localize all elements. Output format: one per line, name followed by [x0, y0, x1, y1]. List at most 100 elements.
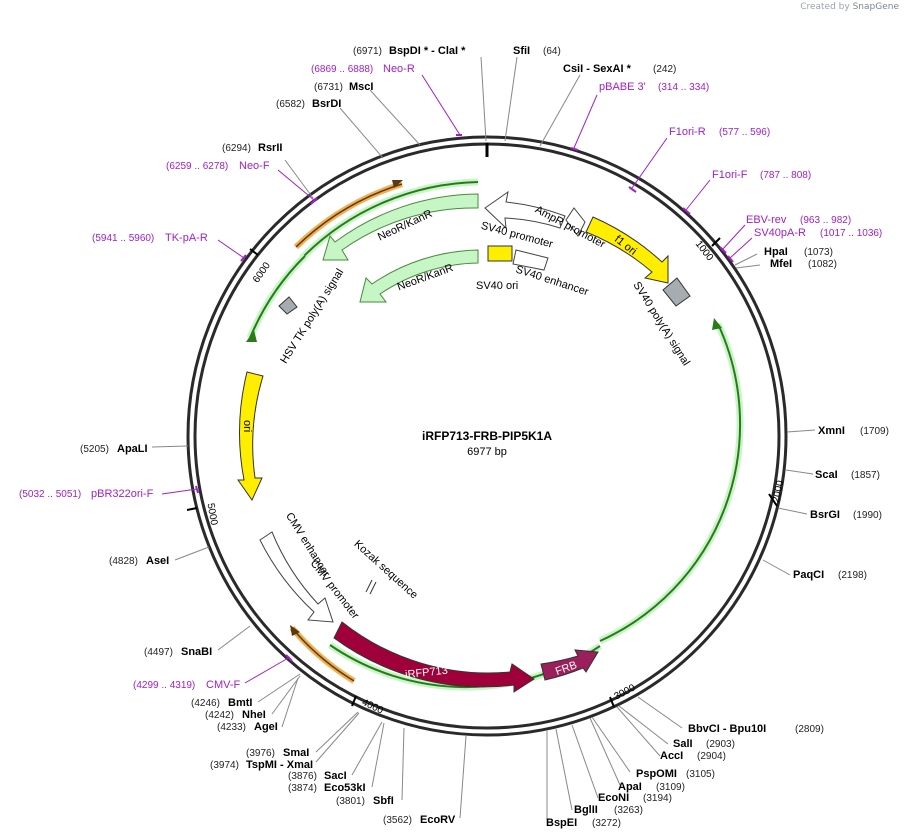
line-snabi	[217, 625, 251, 651]
pos-sali: (2903)	[706, 739, 735, 750]
kozak-mark-1	[365, 579, 373, 593]
orange-arc-bottom-arrowhead	[290, 625, 300, 636]
name-acci: AccI	[660, 750, 683, 762]
pos-saci: (3876)	[288, 771, 317, 782]
name-primer-tkpar: TK-pA-R	[165, 232, 208, 244]
name-primer-sv40par: SV40pA-R	[754, 227, 806, 239]
line-sbfi	[401, 727, 405, 801]
pos-pspomi: (3105)	[686, 769, 715, 780]
neor-kanr-outer-feature	[322, 193, 479, 261]
line-bsrgi	[777, 507, 808, 515]
pos-agei: (4233)	[217, 722, 246, 733]
mark-primer-pbr322	[195, 485, 199, 494]
mark-primer-cmvf	[285, 654, 293, 662]
name-paqci: PaqCI	[793, 569, 824, 581]
name-apali: ApaLI	[117, 443, 148, 455]
name-xmni: XmnI	[818, 425, 845, 437]
pos-bspei: (3272)	[592, 818, 621, 829]
line-eco53ki	[371, 722, 385, 788]
green-arc-left	[249, 255, 306, 339]
pos-msci: (6731)	[314, 82, 343, 93]
credit-brand: SnapGene	[852, 2, 899, 12]
primer-labels: (6869 .. 6888) Neo-R pBABE 3' (314 .. 33…	[19, 63, 882, 691]
green-arc-top	[301, 181, 479, 259]
line-scai	[785, 469, 814, 475]
name-pspomi: PspOMI	[636, 768, 677, 780]
tick-5000-mark	[186, 507, 198, 511]
pos-smai: (3976)	[246, 748, 275, 759]
line-asei	[174, 546, 210, 561]
plasmid-length: 6977 bp	[467, 446, 507, 458]
kozak-label: Kozak sequence	[352, 538, 420, 601]
hsv-tk-polya-feature	[278, 296, 298, 315]
snapgene-credit: Created by SnapGene	[800, 2, 899, 12]
line-agei	[281, 677, 299, 728]
green-arc-left-arrowhead	[246, 330, 257, 342]
name-tspmi: TspMI - XmaI	[246, 759, 313, 771]
green-arc-right-arrowhead	[712, 318, 722, 330]
pos-eco53ki: (3874)	[288, 783, 317, 794]
tick-3000-mark	[609, 696, 615, 708]
primer-lines	[161, 74, 753, 684]
line-csii	[539, 74, 581, 147]
scale-ticks: 1000 2000 3000 4000 5000 6000	[186, 237, 786, 717]
name-msci: MscI	[349, 81, 373, 93]
irfp713-label: iRFP713	[405, 665, 449, 681]
pos-bsrdi: (6582)	[276, 99, 305, 110]
pos-primer-pbr322: (5032 .. 5051)	[19, 489, 81, 500]
tick-4000-mark	[351, 695, 357, 707]
tick-1000-mark	[711, 237, 721, 247]
name-primer-f1orir: F1ori-R	[669, 126, 706, 138]
green-arc-right	[599, 323, 742, 642]
pos-csii: (242)	[653, 64, 676, 75]
pos-primer-ebvrev: (963 .. 982)	[800, 215, 851, 226]
line-primer-tkpar	[217, 239, 245, 259]
sv40-enhancer-feature	[512, 249, 549, 271]
tick-2000: 2000	[771, 479, 786, 503]
name-nhei: NheI	[242, 709, 266, 721]
line-xmni	[786, 429, 816, 433]
pos-primer-neof: (6259 .. 6278)	[166, 161, 228, 172]
name-bbvci: BbvCI - Bpu10I	[688, 723, 766, 735]
pos-primer-pbabe: (314 .. 334)	[658, 82, 709, 93]
mark-primer-ebvrev	[719, 246, 727, 254]
credit-prefix: Created by	[800, 2, 850, 12]
name-bsrgi: BsrGI	[810, 509, 840, 521]
enzyme-labels: (6971) BspDI * - ClaI * SfiI (64) CsiI -…	[80, 45, 889, 829]
sv40-promoter-feature	[484, 190, 566, 230]
pos-apali: (5205)	[80, 444, 109, 455]
orange-arc-top	[295, 183, 403, 248]
pos-rsrii: (6294)	[222, 143, 251, 154]
line-apali	[151, 445, 189, 448]
pos-bspdi: (6971)	[353, 46, 382, 57]
line-tspmi	[315, 712, 360, 763]
pos-primer-f1orir: (577 .. 596)	[719, 127, 770, 138]
mark-primer-neof	[310, 197, 318, 205]
name-sali: SalI	[673, 738, 693, 750]
line-bmti	[257, 673, 301, 703]
line-primer-f1orif	[685, 179, 711, 211]
mark-primer-pbabe	[570, 147, 579, 151]
line-primer-pbabe	[573, 94, 598, 149]
cmv-promoter-feature	[259, 531, 334, 623]
name-ecoNi: EcoNI	[598, 792, 629, 804]
line-bbvci	[637, 696, 683, 729]
enzyme-lines	[151, 56, 816, 820]
pos-mfei: (1082)	[808, 259, 837, 270]
frb-feature	[540, 649, 599, 681]
pos-bsrgi: (1990)	[853, 510, 882, 521]
sv40-enhancer-label: SV40 enhancer	[514, 264, 590, 299]
mark-primer-f1orir	[628, 186, 637, 193]
line-primer-neor	[421, 74, 461, 136]
line-primer-sv40par	[729, 237, 753, 259]
plasmid-name: iRFP713-FRB-PIP5K1A	[422, 429, 552, 443]
sv40-ori-feature	[487, 245, 513, 262]
sv40-polya-feature	[662, 277, 691, 307]
name-primer-neor: Neo-R	[383, 63, 415, 75]
name-rsrii: RsrII	[258, 142, 282, 154]
name-csii: CsiI - SexAI *	[563, 63, 632, 75]
line-paqci	[762, 559, 791, 576]
f1-ori-feature	[585, 216, 669, 284]
line-hpai	[734, 253, 758, 266]
